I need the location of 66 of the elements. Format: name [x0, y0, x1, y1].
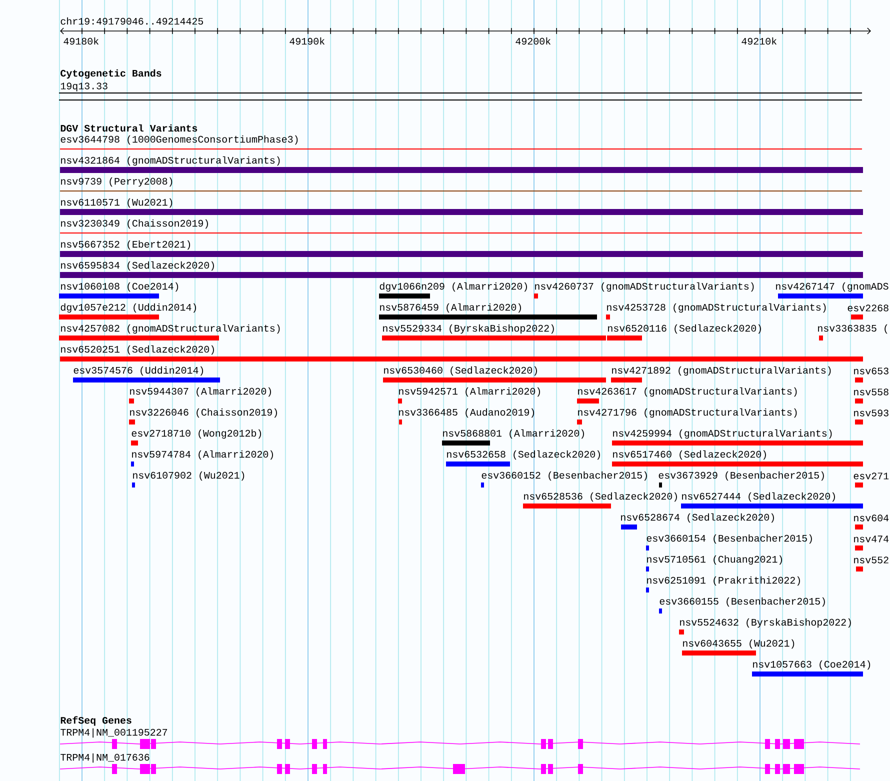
tick-label: 49190k	[290, 37, 325, 45]
feature-label: nsv6043655 (Wu2021)	[683, 639, 794, 649]
feature-label: nsv4259994 (gnomADStructuralVariants)	[613, 429, 832, 439]
feature-label: nsv6520251 (Sedlazeck2020)	[61, 345, 214, 355]
feature-label: nsv552	[854, 556, 888, 564]
tick-label: 49200k	[516, 37, 551, 45]
feature-label: nsv4271892 (gnomADStructuralVariants)	[612, 366, 831, 376]
feature-label: nsv5524632 (ByrskaBishop2022)	[680, 618, 851, 628]
feature-label: nsv6527444 (Sedlazeck2020)	[682, 492, 835, 502]
feature-label: nsv6530460 (Sedlazeck2020)	[384, 366, 537, 376]
feature-label: nsv5529334 (ByrskaBishop2022)	[383, 324, 554, 334]
tick-label: 49210k	[742, 37, 777, 45]
feature-label: dgv1057e212 (Uddin2014)	[60, 303, 196, 313]
feature-label: nsv5974784 (Almarri2020)	[132, 450, 273, 460]
feature-label: nsv6520116 (Sedlazeck2020)	[608, 324, 761, 334]
feature-label: esv3644798 (1000GenomesConsortiumPhase3)	[60, 135, 298, 145]
feature-label: nsv6532658 (Sedlazeck2020)	[447, 450, 600, 460]
feature-label: nsv4271796 (gnomADStructuralVariants)	[578, 408, 797, 418]
feature-label: nsv4260737 (gnomADStructuralVariants)	[535, 282, 754, 292]
feature-label: esv3673929 (Besenbacher2015)	[658, 471, 824, 481]
band-label: 19q13.33	[60, 82, 108, 92]
feature-label: nsv3226046 (Chaisson2019)	[130, 408, 277, 418]
feature-label: esv271	[854, 472, 889, 480]
feature-label: nsv558	[854, 388, 888, 396]
feature-label: nsv6517460 (Sedlazeck2020)	[613, 450, 766, 460]
track-title: Cytogenetic Bands	[60, 69, 162, 79]
feature-label: nsv5942571 (Almarri2020)	[399, 387, 540, 397]
axis-title: chr19:49179046..49214425	[60, 17, 204, 25]
feature-label: nsv4257082 (gnomADStructuralVariants)	[61, 324, 280, 334]
feature-label: nsv4263617 (gnomADStructuralVariants)	[578, 387, 797, 397]
feature-label: nsv5710561 (Chuang2021)	[647, 555, 782, 565]
feature-label: esv2268	[848, 304, 888, 312]
feature-label: nsv4253728 (gnomADStructuralVariants)	[607, 303, 826, 313]
feature-label: nsv5876459 (Almarri2020)	[380, 303, 521, 313]
feature-label: nsv6107902 (Wu2021)	[133, 471, 244, 481]
feature-label: nsv604	[854, 514, 889, 522]
feature-label: nsv3230349 (Chaisson2019)	[61, 219, 208, 229]
feature-label: nsv6251091 (Prakrithi2022)	[647, 576, 800, 586]
track-title: DGV Structural Variants	[60, 124, 198, 132]
feature-label: nsv6595834 (Sedlazeck2020)	[61, 261, 214, 271]
feature-label: nsv4321864 (gnomADStructuralVariants)	[61, 156, 280, 166]
feature-label: nsv474	[854, 536, 889, 542]
feature-label: esv3660154 (Besenbacher2015)	[646, 534, 812, 544]
feature-label: esv3660155 (Besenbacher2015)	[660, 597, 825, 607]
feature-label: nsv4267147 (gnomADS	[776, 282, 888, 292]
feature-label: nsv1060108 (Coe2014)	[61, 282, 178, 292]
feature-label: nsv6528674 (Sedlazeck2020)	[621, 513, 774, 523]
track-title: RefSeq Genes	[60, 716, 132, 726]
feature-label: nsv6110571 (Wu2021)	[61, 198, 172, 208]
feature-label: nsv5868801 (Almarri2020)	[443, 429, 584, 439]
feature-label: esv2718710 (Wong2012b)	[132, 429, 262, 439]
feature-label: dgv1066n209 (Almarri2020)	[380, 282, 527, 292]
gene-label: TRPM4|NM_001195227	[60, 728, 168, 738]
feature-label: esv3574576 (Uddin2014)	[74, 366, 204, 376]
feature-label: nsv5667352 (Ebert2021)	[61, 240, 190, 250]
feature-label: esv3660152 (Besenbacher2015)	[482, 471, 647, 481]
tick-label: 49180k	[64, 37, 99, 45]
feature-label: nsv3363835 (	[818, 324, 888, 334]
feature-label: nsv1057663 (Coe2014)	[753, 660, 870, 670]
feature-label: nsv9739 (Perry2008)	[61, 177, 172, 187]
feature-label: nsv653	[854, 368, 888, 374]
gene-label: TRPM4|NM_017636	[60, 753, 150, 763]
feature-label: nsv3366485 (Audano2019)	[399, 408, 534, 418]
feature-label: nsv5944307 (Almarri2020)	[130, 387, 271, 397]
feature-label: nsv6528536 (Sedlazeck2020)	[524, 492, 677, 502]
feature-label: nsv593	[854, 410, 888, 416]
